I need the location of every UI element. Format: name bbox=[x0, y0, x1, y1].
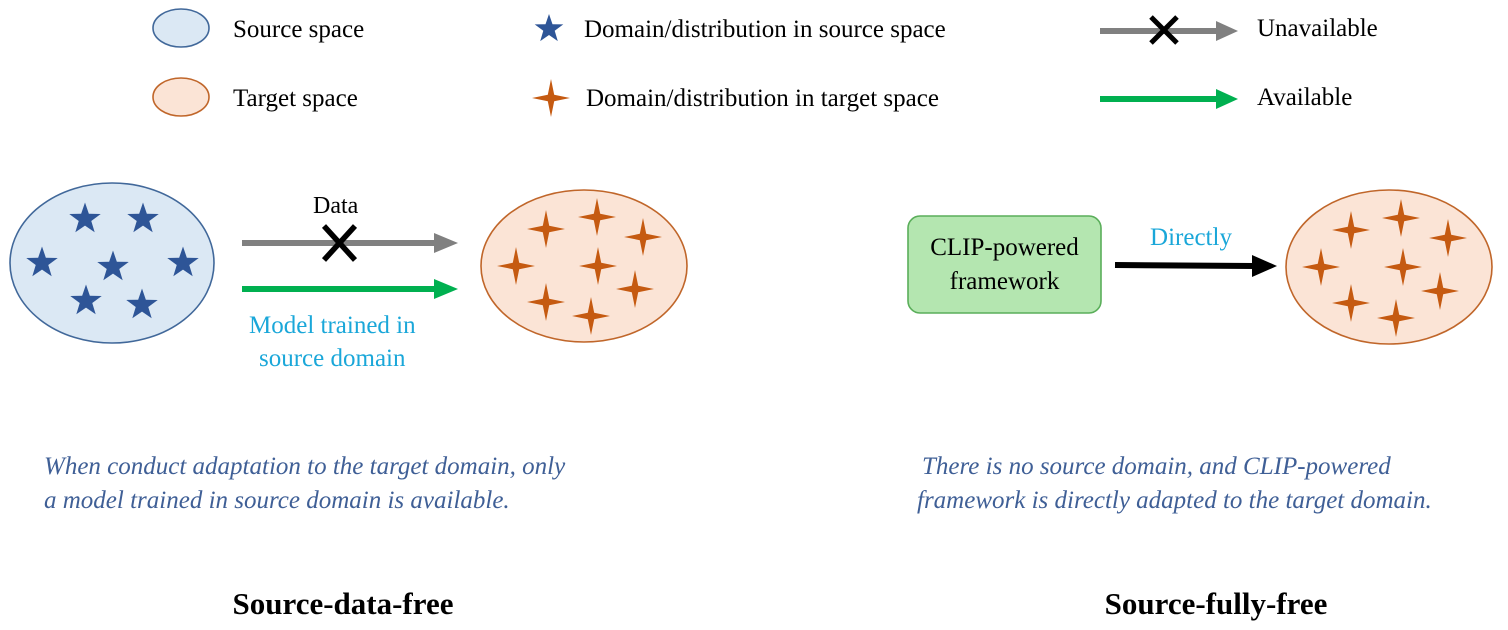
legend: Source space Target space Domain/distrib… bbox=[152, 8, 1378, 117]
data-label: Data bbox=[313, 193, 359, 219]
data-unavailable-arrow bbox=[242, 224, 458, 262]
legend-source-space-swatch bbox=[152, 8, 210, 48]
legend-available-label: Available bbox=[1257, 84, 1352, 111]
direct-adaptation-arrow bbox=[1114, 255, 1277, 277]
directly-label: Directly bbox=[1150, 224, 1232, 251]
source-data-free-title: Source-data-free bbox=[233, 586, 454, 621]
legend-available-arrow-icon bbox=[1100, 89, 1238, 109]
model-available-arrow bbox=[242, 279, 458, 299]
legend-cross-icon bbox=[1149, 15, 1179, 45]
model-label-line2: source domain bbox=[259, 345, 406, 372]
right-caption-line2: framework is directly adapted to the tar… bbox=[917, 487, 1432, 514]
source-data-free-panel: Data Model trained in source domain bbox=[9, 182, 688, 621]
legend-source-star-icon bbox=[534, 14, 564, 42]
legend-target-domain-label: Domain/distribution in target space bbox=[586, 85, 939, 112]
legend-source-domain-label: Domain/distribution in source space bbox=[584, 16, 946, 43]
clip-box-line2: framework bbox=[950, 268, 1060, 295]
left-caption-line2: a model trained in source domain is avai… bbox=[44, 487, 510, 514]
data-cross-icon bbox=[321, 224, 358, 262]
clip-box-line1: CLIP-powered bbox=[930, 234, 1079, 261]
legend-target-star-icon bbox=[532, 79, 570, 117]
right-caption-line1: There is no source domain, and CLIP-powe… bbox=[922, 453, 1391, 480]
source-fully-free-panel: CLIP-powered framework Directly There is… bbox=[907, 189, 1493, 621]
source-fully-free-title: Source-fully-free bbox=[1105, 586, 1328, 621]
left-caption-line1: When conduct adaptation to the target do… bbox=[44, 453, 566, 480]
clip-powered-framework-box bbox=[907, 215, 1102, 314]
model-label-line1: Model trained in bbox=[249, 312, 416, 339]
legend-source-space-label: Source space bbox=[233, 16, 364, 43]
legend-target-space-label: Target space bbox=[233, 85, 358, 112]
legend-unavailable-label: Unavailable bbox=[1257, 15, 1378, 42]
legend-unavailable-arrow-icon bbox=[1100, 15, 1238, 45]
legend-target-space-swatch bbox=[152, 77, 210, 117]
